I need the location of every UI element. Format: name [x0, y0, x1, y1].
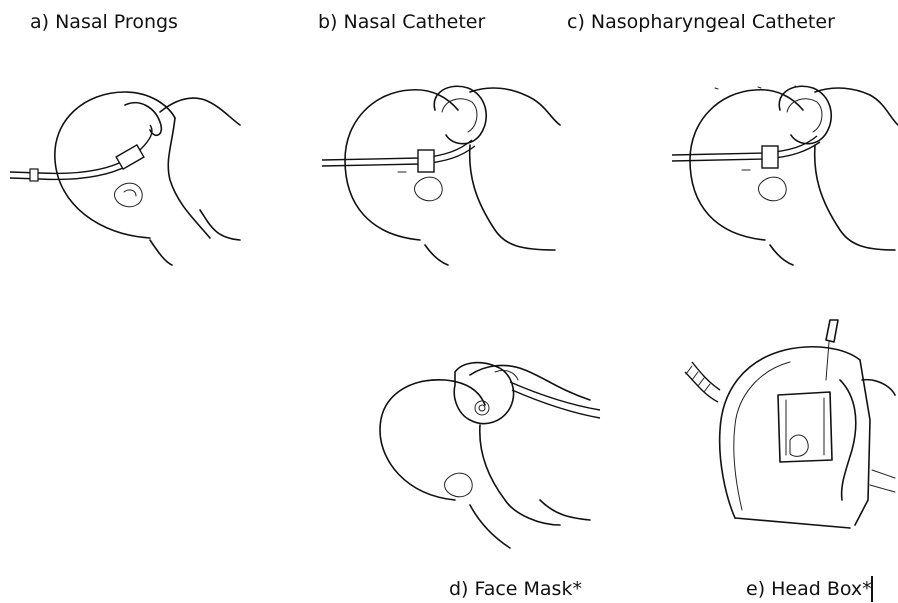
infant-face-mask-illustration	[380, 363, 600, 548]
infant-nasopharyngeal-catheter-illustration	[672, 86, 898, 265]
infant-head-box-illustration	[685, 320, 895, 528]
infant-nasal-catheter-illustration	[322, 86, 560, 265]
infant-nasal-prongs-illustration	[10, 92, 240, 265]
